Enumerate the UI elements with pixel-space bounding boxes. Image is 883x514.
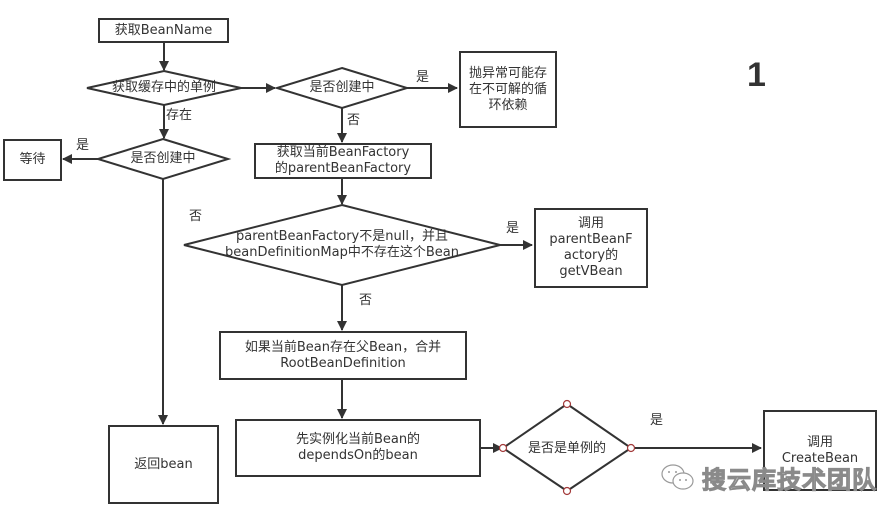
watermark: 搜云库技术团队 — [660, 460, 877, 495]
watermark-text: 搜云库技术团队 — [702, 466, 877, 495]
line: 调用 — [577, 216, 604, 231]
line: 在不可解的循 — [468, 81, 547, 97]
line: beanDefinitionMap中不存在这个Bean — [225, 245, 459, 260]
node-return-bean-label: 返回bean — [134, 456, 193, 472]
node-merge-root-definition[interactable]: 如果当前Bean存在父Bean，合并 RootBeanDefinition — [219, 331, 467, 380]
handle-left[interactable] — [498, 443, 508, 453]
diamond-is-creating-left-label: 是否创建中 — [130, 151, 196, 166]
node-return-bean[interactable]: 返回bean — [108, 425, 219, 504]
diamond-get-singleton-label: 获取缓存中的单例 — [111, 80, 216, 95]
node-call-parent-get-bean[interactable]: 调用 parentBeanF actory的 getVBean — [534, 208, 648, 288]
line: dependsOn的bean — [298, 448, 418, 463]
edge-label-no-merge: 否 — [359, 293, 373, 308]
edge-label-no-return: 否 — [189, 209, 203, 224]
edge-label-yes-wait: 是 — [76, 138, 90, 153]
line: parentBeanF — [549, 232, 633, 247]
line: getVBean — [559, 264, 623, 279]
line: 抛异常可能存 — [468, 65, 547, 81]
wechat-icon — [661, 463, 694, 490]
line: parentBeanFactory不是null，并且 — [236, 229, 448, 244]
line: CreateBean — [781, 450, 859, 466]
node-throw-exception[interactable]: 抛异常可能存 在不可解的循 环依赖 — [459, 51, 557, 128]
node-get-parent-factory[interactable]: 获取当前BeanFactory 的parentBeanFactory — [254, 143, 432, 179]
diamond-is-creating-top-label: 是否创建中 — [309, 80, 375, 95]
line: 环依赖 — [488, 97, 528, 113]
line: 调用 — [806, 434, 833, 450]
line: 获取当前BeanFactory — [276, 145, 410, 160]
handle-top[interactable] — [562, 399, 572, 409]
diamond-is-singleton-label: 是否是单例的 — [527, 441, 606, 456]
node-wait[interactable]: 等待 — [3, 139, 62, 181]
line: RootBeanDefinition — [280, 355, 406, 371]
edge-label-yes-parent: 是 — [506, 221, 520, 236]
edge-label-no-get-parent: 否 — [347, 113, 361, 128]
edge-label-yes-throw: 是 — [416, 70, 430, 85]
page-number: 1 — [747, 56, 766, 94]
node-instantiate-depends-on[interactable]: 先实例化当前Bean的 dependsOn的bean — [235, 419, 481, 477]
line: 的parentBeanFactory — [274, 161, 412, 176]
node-get-bean-name-label: 获取BeanName — [114, 22, 213, 38]
edge-label-exists: 存在 — [166, 108, 193, 123]
line: 如果当前Bean存在父Bean，合并 — [244, 339, 442, 355]
line: actory的 — [563, 248, 619, 263]
node-get-bean-name[interactable]: 获取BeanName — [98, 18, 229, 43]
handle-right[interactable] — [626, 443, 636, 453]
edge-label-yes-create: 是 — [650, 413, 664, 428]
node-call-create-bean[interactable]: 调用 CreateBean — [763, 410, 877, 491]
line: 先实例化当前Bean的 — [295, 432, 421, 447]
node-wait-label: 等待 — [19, 152, 46, 167]
diamond-parent-check-label: parentBeanFactory不是null，并且 beanDefinitio… — [184, 229, 500, 261]
handle-bottom[interactable] — [562, 486, 572, 496]
